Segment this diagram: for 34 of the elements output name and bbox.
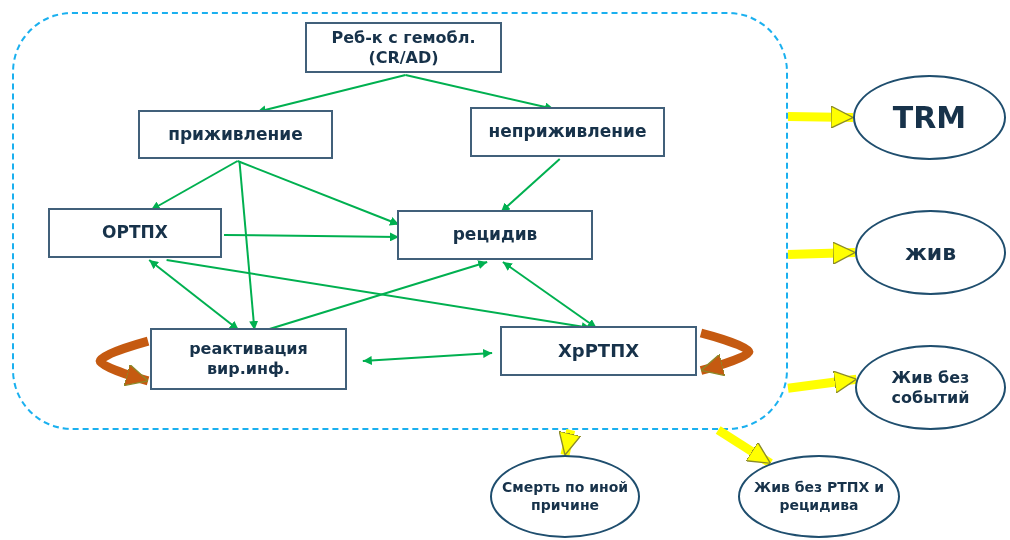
block-arrow xyxy=(558,429,582,456)
box-label: рецидив xyxy=(451,224,539,246)
arrow xyxy=(236,160,400,226)
block-arrow xyxy=(699,328,754,377)
arrow xyxy=(501,261,598,329)
process-box xyxy=(397,210,593,260)
block-arrow xyxy=(787,370,858,394)
process-box xyxy=(138,110,333,159)
block-arrow xyxy=(95,336,150,387)
arrow xyxy=(499,158,561,213)
arrow xyxy=(223,232,400,242)
box-label: неприживление xyxy=(487,121,648,143)
box-label: реактивация вир.инф. xyxy=(188,339,309,379)
process-box xyxy=(48,208,222,258)
box-label: жив xyxy=(903,238,958,267)
box-label: приживление xyxy=(167,123,304,146)
box-label: ХрРТПХ xyxy=(556,339,641,363)
box-label: Смерть по иной причине xyxy=(500,479,630,514)
arrow xyxy=(361,349,494,365)
process-box xyxy=(150,328,347,390)
process-box xyxy=(305,22,502,73)
box-label: ОРТПХ xyxy=(101,222,169,244)
arrow xyxy=(148,259,240,331)
box-label: Жив без событий xyxy=(890,367,971,408)
block-arrow xyxy=(715,426,773,468)
block-arrow xyxy=(787,105,854,129)
dashed-boundary xyxy=(12,12,788,430)
box-label: Жив без РТПХ и рецидива xyxy=(753,479,885,514)
process-box xyxy=(470,107,665,157)
box-label: Реб-к с гемобл. (CR/AD) xyxy=(330,27,477,68)
box-label: TRM xyxy=(891,98,968,137)
arrow xyxy=(238,160,259,331)
block-arrow xyxy=(787,241,856,265)
process-box xyxy=(500,326,697,376)
